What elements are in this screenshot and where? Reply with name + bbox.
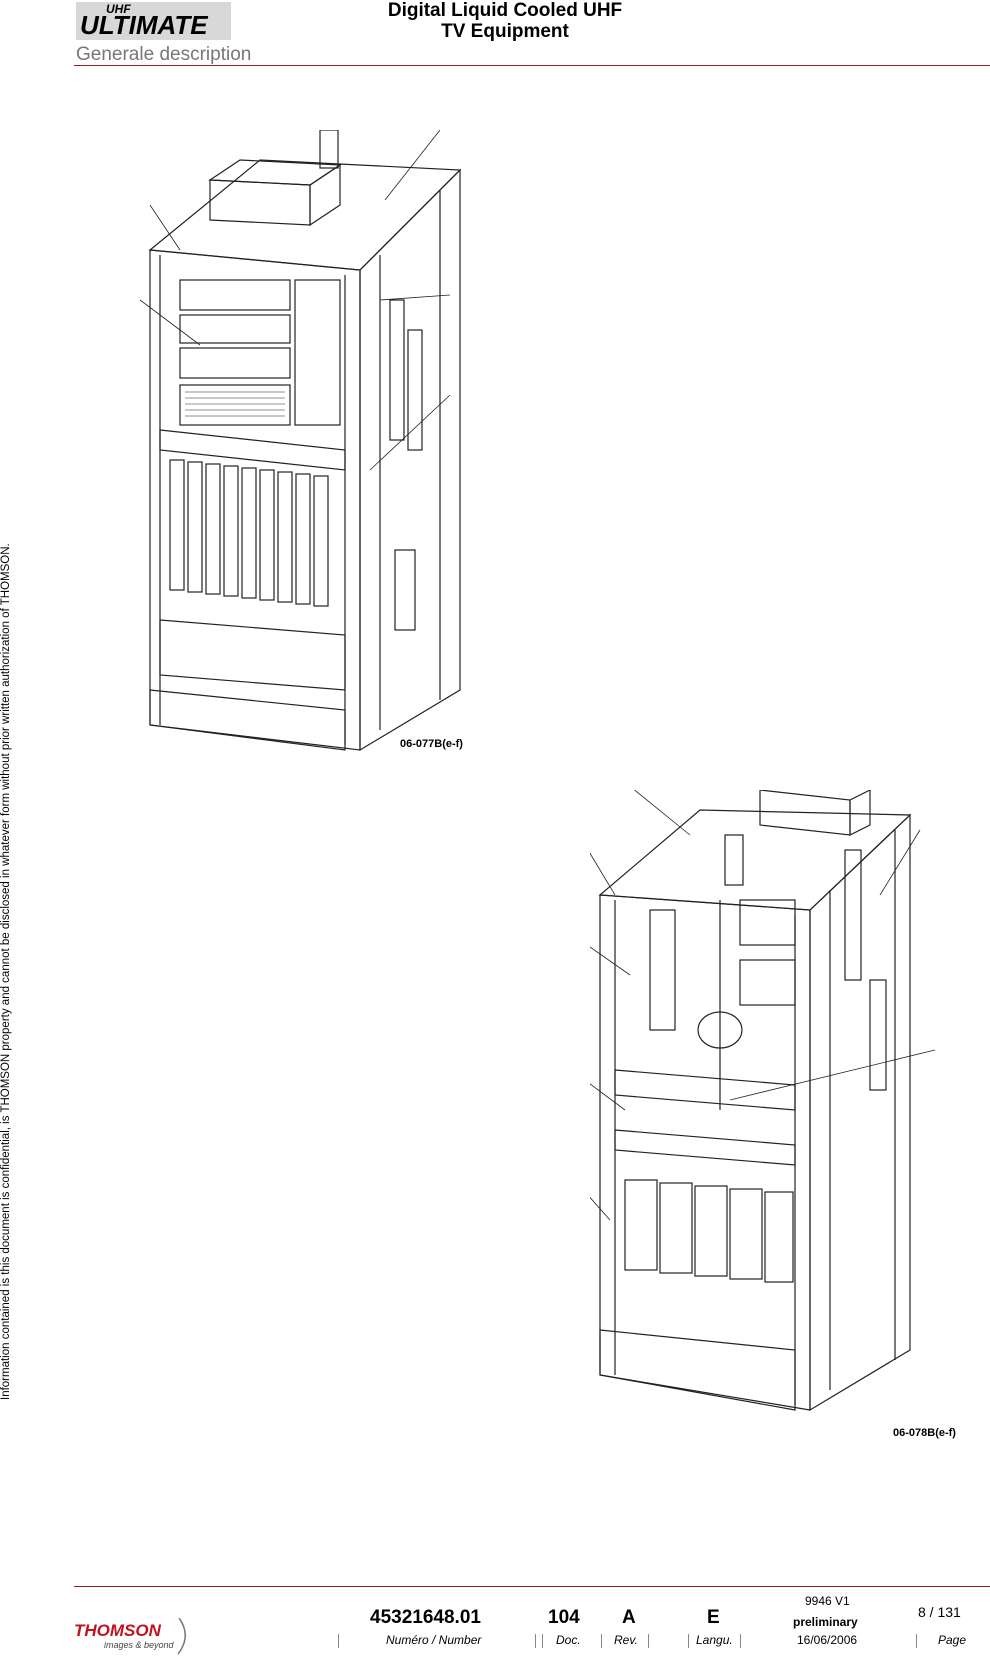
version-code: 9946 V1 xyxy=(805,1594,850,1608)
document-date: 16/06/2006 xyxy=(797,1633,858,1647)
language-label: Langu. xyxy=(696,1633,733,1647)
footer-separator xyxy=(535,1634,536,1648)
thomson-logo: THOMSON images & beyond xyxy=(74,1618,186,1655)
figure-reference-2: 06-078B(e-f) xyxy=(893,1427,956,1439)
cabinet-drawing-rear xyxy=(590,790,936,1412)
svg-text:UHF: UHF xyxy=(106,2,131,16)
document-title-line1: Digital Liquid Cooled UHF xyxy=(387,0,623,21)
language-value: E xyxy=(707,1607,720,1628)
rev-value: A xyxy=(622,1607,636,1628)
confidentiality-note: Information contained is this document i… xyxy=(0,543,12,1400)
footer-separator xyxy=(688,1634,689,1648)
page-number: 8 / 131 xyxy=(918,1604,961,1620)
rev-label: Rev. xyxy=(614,1633,638,1647)
page-label: Page xyxy=(938,1633,967,1647)
document-title-line2: TV Equipment xyxy=(441,21,569,42)
footer-separator xyxy=(338,1634,339,1648)
number-label: Numéro / Number xyxy=(386,1633,482,1647)
footer-separator xyxy=(916,1634,917,1648)
figure-reference-1: 06-077B(e-f) xyxy=(400,738,463,750)
footer-rule xyxy=(74,1586,990,1587)
svg-text:THOMSON: THOMSON xyxy=(74,1621,162,1640)
section-title: Generale description xyxy=(76,44,252,65)
footer-separator xyxy=(740,1634,741,1648)
doc-label: Doc. xyxy=(556,1633,581,1647)
doc-value: 104 xyxy=(548,1607,580,1628)
document-number: 45321648.01 xyxy=(370,1607,481,1628)
footer-separator xyxy=(601,1634,602,1648)
svg-text:ULTIMATE: ULTIMATE xyxy=(80,10,208,40)
ultimate-logo: UHF ULTIMATE xyxy=(76,2,231,40)
header-rule xyxy=(74,65,990,66)
footer-separator xyxy=(542,1634,543,1648)
cabinet-drawing-front xyxy=(140,130,462,752)
status-label: preliminary xyxy=(793,1615,858,1629)
footer-separator xyxy=(648,1634,649,1648)
svg-text:images & beyond: images & beyond xyxy=(104,1640,175,1650)
